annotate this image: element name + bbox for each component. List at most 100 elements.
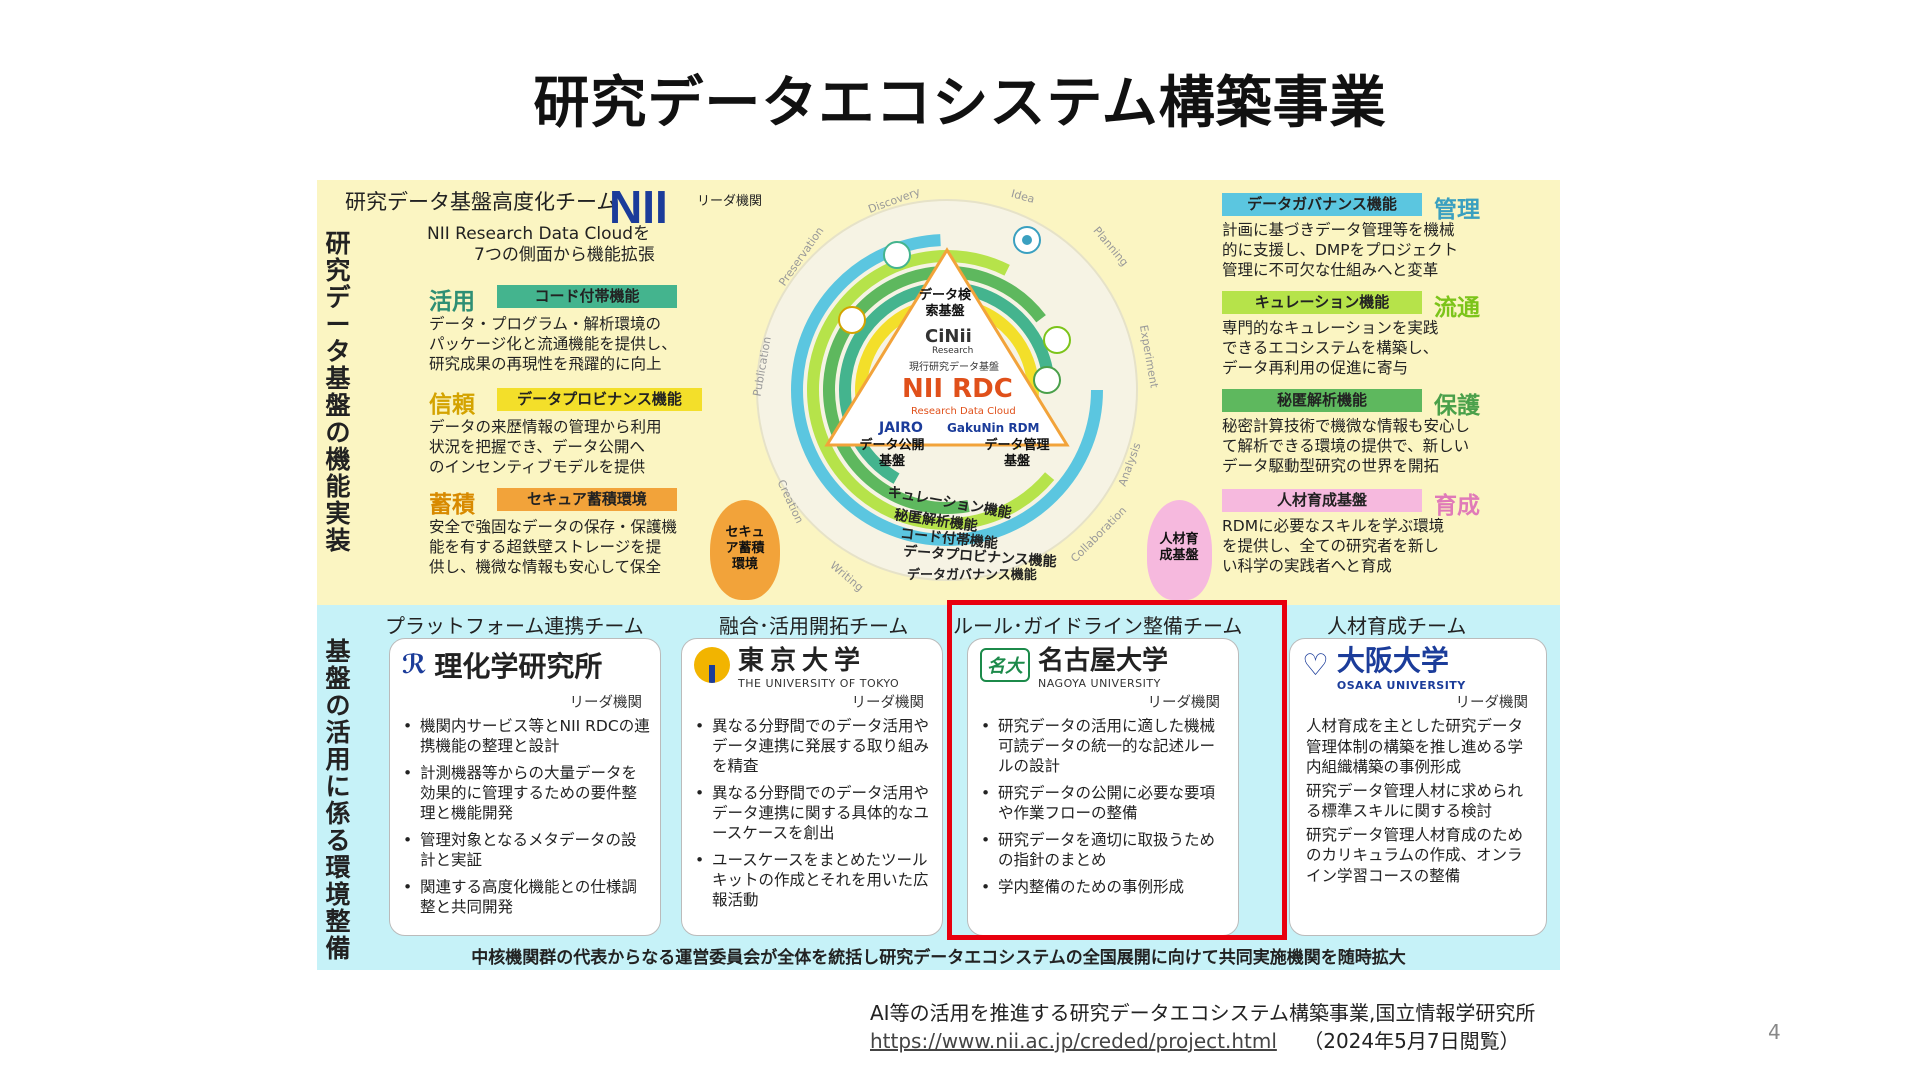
desc-line: 専門的なキュレーションを実践 xyxy=(1222,319,1439,337)
curation-ring xyxy=(807,250,1087,530)
bottom-side-label: 基盤の活用に係る環境整備 xyxy=(325,637,351,963)
citation-url-row: https://www.nii.ac.jp/creded/project.htm… xyxy=(870,1025,1520,1054)
ring-label-governance: データガバナンス機能 xyxy=(907,568,1037,583)
secure-storage-label: セキュア蓄積環境 xyxy=(725,525,765,572)
org-name-en: NAGOYA UNIVERSITY xyxy=(1038,677,1161,690)
leader-tag: リーダ機関 xyxy=(851,695,925,711)
left-item-2-function: セキュア蓄積環境 xyxy=(497,488,677,511)
subtitle-line1: NII Research Data Cloudを xyxy=(427,224,651,244)
page-number: 4 xyxy=(1768,1020,1781,1044)
leader-tag: リーダ機関 xyxy=(1147,695,1221,711)
center-search-label: データ検索基盤 xyxy=(918,288,971,319)
citation-link[interactable]: https://www.nii.ac.jp/creded/project.htm… xyxy=(870,1029,1277,1053)
slide-title: 研究データエコシステム構築事業 xyxy=(533,71,1387,136)
desc-line: 能を有する超鉄壁ストレージを提 xyxy=(429,538,662,556)
list-item: 関連する高度化機能との仕様調整と共同開発 xyxy=(403,877,652,917)
desc-line: データ駆動型研究の世界を開拓 xyxy=(1222,457,1440,475)
recycle-icon xyxy=(1043,326,1071,354)
osaka-mark-icon: ♡ xyxy=(1302,647,1329,683)
left-item-1-function: データプロビナンス機能 xyxy=(497,388,702,411)
left-item-0-category: 活用 xyxy=(429,289,475,315)
citation-line: AI等の活用を推進する研究データエコシステム構築事業,国立情報学研究所 xyxy=(870,1001,1536,1025)
secure-storage-blob xyxy=(710,500,780,600)
ginkgo-stem xyxy=(709,665,715,683)
desc-line: RDMに必要なスキルを学ぶ環境 xyxy=(1222,517,1445,535)
governance-ring xyxy=(791,234,1103,546)
list-item: 計測機器等からの大量データを効果的に管理するための要件整理と機能開発 xyxy=(403,763,652,823)
rdc-sub: Research Data Cloud xyxy=(911,406,1016,417)
lock-icon xyxy=(1033,366,1061,394)
right-item-2-category: 保護 xyxy=(1434,393,1480,419)
left-item-1-category: 信頼 xyxy=(429,392,475,418)
paragraph-list: 人材育成を主とした研究データ管理体制の構築を推し進める学内組織構築の事例形成 研… xyxy=(1290,712,1546,886)
list-item: 人材育成を主とした研究データ管理体制の構築を推し進める学内組織構築の事例形成 xyxy=(1306,717,1524,776)
ginkgo-icon xyxy=(694,647,730,683)
team-header-fusion: 融合･活用開拓チーム xyxy=(719,614,909,638)
right-item-3-category: 育成 xyxy=(1434,493,1480,519)
right-item-2-desc: 秘密計算技術で機微な情報も安心し て解析できる環境の提供で、新しい データ駆動型… xyxy=(1222,416,1532,476)
desc-line: 計画に基づきデータ管理等を機械 xyxy=(1222,221,1455,239)
desc-line: 管理に不可欠な仕組みへと変革 xyxy=(1222,261,1439,279)
leader-tag: リーダ機関 xyxy=(569,695,643,711)
cinii-logo: CiNii xyxy=(925,326,972,347)
center-triangle xyxy=(824,247,1070,447)
left-item-2-desc: 安全で強固なデータの保存・保護機 能を有する超鉄壁ストレージを提 供し、機微な情… xyxy=(429,517,729,577)
package-icon xyxy=(883,241,911,269)
desc-line: できるエコシステムを構築し、 xyxy=(1222,339,1439,357)
top-side-label: 研究データ基盤の機能実装 xyxy=(325,229,351,555)
eye-icon-pupil xyxy=(1022,235,1032,245)
hr-label: 人材育成基盤 xyxy=(1159,532,1199,563)
nagoya-mark-icon: 名大 xyxy=(980,648,1030,682)
list-item: 研究データを適切に取扱うための指針のまとめ xyxy=(981,830,1230,870)
desc-line: 供し、機微な情報も安心して保全 xyxy=(429,558,662,576)
org-name-en: THE UNIVERSITY OF TOKYO xyxy=(738,677,900,690)
bullet-list: 研究データの活用に適した機械可読データの統一的な記述ルールの設計 研究データの公… xyxy=(968,712,1238,897)
desc-line: い科学の実践者へと育成 xyxy=(1222,557,1392,575)
left-item-0-function: コード付帯機能 xyxy=(497,285,677,308)
card-osaka: ♡ 大阪大学 OSAKA UNIVERSITY リーダ機関 人材育成を主とした研… xyxy=(1289,638,1547,936)
desc-line: 安全で強固なデータの保存・保護機 xyxy=(429,518,678,536)
left-item-1-desc: データの来歴情報の管理から利用 状況を把握でき、データ公開へ のインセンティブモ… xyxy=(429,417,729,477)
list-item: 機関内サービス等とNII RDCの連携機能の整理と設計 xyxy=(403,716,652,756)
right-item-1-category: 流通 xyxy=(1434,295,1480,321)
desc-line: を提供し、全ての研究者を新し xyxy=(1222,537,1440,555)
desc-line: データ再利用の促進に寄与 xyxy=(1222,359,1409,377)
team-title: 研究データ基盤高度化チーム xyxy=(345,190,618,214)
right-item-1-desc: 専門的なキュレーションを実践 できるエコシステムを構築し、 データ再利用の促進に… xyxy=(1222,318,1522,378)
right-item-0-category: 管理 xyxy=(1434,197,1480,223)
manage-label: データ管理基盤 xyxy=(984,438,1050,469)
team-header-rules: ルール･ガイドライン整備チーム xyxy=(953,614,1243,638)
list-item: 研究データの公開に必要な要項や作業フローの整備 xyxy=(981,783,1230,823)
desc-line: 秘密計算技術で機微な情報も安心し xyxy=(1222,417,1471,435)
ring-diagram xyxy=(756,199,1138,581)
list-item: 研究データ管理人材に求められる標準スキルに関する検討 xyxy=(1306,781,1524,821)
card-tokyo: 東京大学 THE UNIVERSITY OF TOKYO リーダ機関 異なる分野… xyxy=(681,638,943,936)
right-item-2-function: 秘匿解析機能 xyxy=(1222,389,1422,412)
list-item: 管理対象となるメタデータの設計と実証 xyxy=(403,830,652,870)
list-item: 研究データの活用に適した機械可読データの統一的な記述ルールの設計 xyxy=(981,716,1230,776)
nii-leader-tag: リーダ機関 xyxy=(697,194,763,209)
osaka-logo: ♡ 大阪大学 OSAKA UNIVERSITY xyxy=(1290,639,1546,692)
leader-tag: リーダ機関 xyxy=(1455,695,1529,711)
desc-line: 研究成果の再現性を飛躍的に向上 xyxy=(429,355,662,373)
org-name: 理化学研究所 xyxy=(434,650,603,683)
nagoya-logo: 名大 名古屋大学 NAGOYA UNIVERSITY xyxy=(968,639,1238,691)
left-item-2-category: 蓄積 xyxy=(429,492,475,518)
list-item: 異なる分野間でのデータ活用やデータ連携に発展する取り組みを精査 xyxy=(695,716,940,776)
ecosystem-figure: 研究データ基盤の機能実装 研究データ基盤高度化チーム NII リーダ機関 NII… xyxy=(317,180,1560,970)
rdc-logo: NII RDC xyxy=(902,374,1013,404)
right-item-0-function: データガバナンス機能 xyxy=(1222,193,1422,216)
hr-blob xyxy=(1147,500,1212,600)
jairo-logo: JAIRO xyxy=(879,420,923,436)
org-name-en: OSAKA UNIVERSITY xyxy=(1336,678,1466,692)
publish-label: データ公開基盤 xyxy=(859,438,925,469)
footer-statement: 中核機関群の代表からなる運営委員会が全体を統括し研究データエコシステムの全国展開… xyxy=(471,948,1406,968)
card-riken: ℛ 理化学研究所 リーダ機関 機関内サービス等とNII RDCの連携機能の整理と… xyxy=(389,638,661,936)
right-item-3-function: 人材育成基盤 xyxy=(1222,489,1422,512)
org-name: 大阪大学 xyxy=(1336,643,1449,677)
org-name: 名古屋大学 xyxy=(1038,646,1169,676)
shield-icon xyxy=(838,306,866,334)
citation-accessed: （2024年5月7日閲覧） xyxy=(1303,1029,1520,1053)
right-item-0-desc: 計画に基づきデータ管理等を機械 的に支援し、DMPをプロジェクト 管理に不可欠な… xyxy=(1222,220,1522,280)
card-nagoya: 名大 名古屋大学 NAGOYA UNIVERSITY リーダ機関 研究データの活… xyxy=(967,638,1239,936)
